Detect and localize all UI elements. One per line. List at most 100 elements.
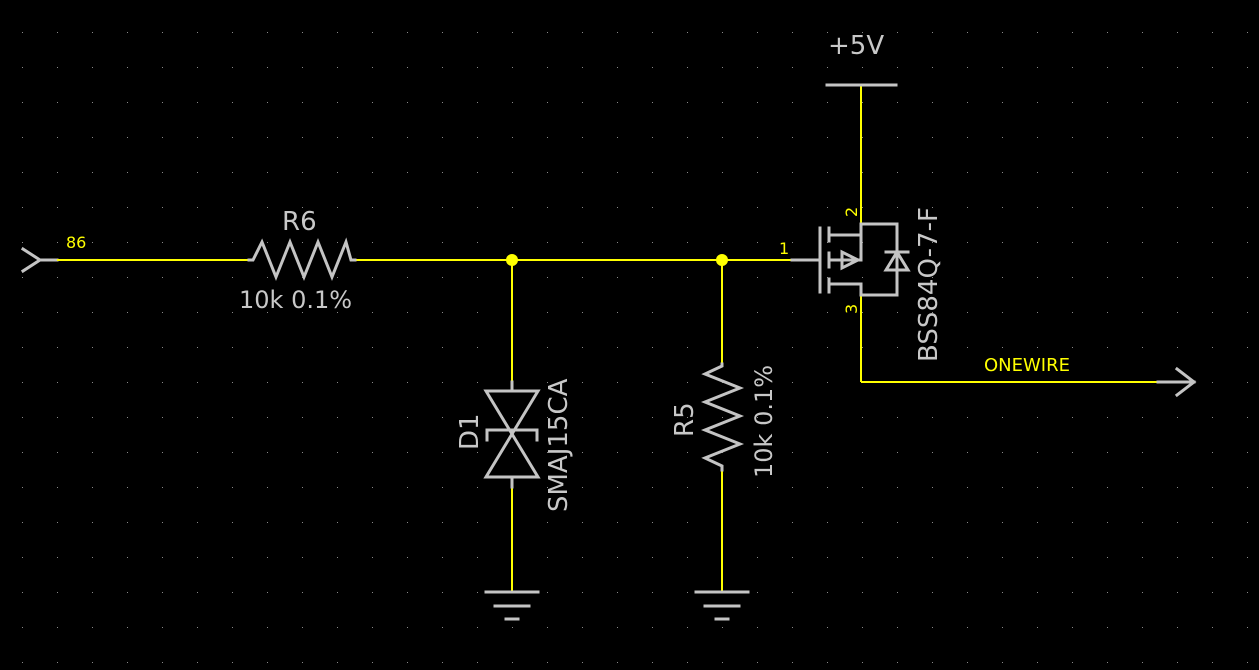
grid-dot xyxy=(442,312,443,313)
grid-dot xyxy=(932,662,933,663)
resistor-r5[interactable] xyxy=(700,362,745,472)
grid-dot xyxy=(652,242,653,243)
grid-dot xyxy=(687,487,688,488)
grid-dot xyxy=(127,417,128,418)
grid-dot xyxy=(302,557,303,558)
grid-dot xyxy=(442,382,443,383)
grid-dot xyxy=(547,522,548,523)
grid-dot xyxy=(1107,522,1108,523)
grid-dot xyxy=(1002,592,1003,593)
resistor-r6[interactable] xyxy=(247,237,357,282)
ground-symbol-d1[interactable] xyxy=(484,590,540,621)
grid-dot xyxy=(1177,242,1178,243)
grid-dot xyxy=(757,32,758,33)
grid-dot xyxy=(477,592,478,593)
grid-dot xyxy=(302,277,303,278)
grid-dot xyxy=(267,592,268,593)
input-port-arrow-icon xyxy=(20,246,43,274)
grid-dot xyxy=(407,522,408,523)
grid-dot xyxy=(967,32,968,33)
grid-dot xyxy=(582,277,583,278)
grid-dot xyxy=(1177,172,1178,173)
grid-dot xyxy=(582,32,583,33)
mosfet-q[interactable] xyxy=(790,222,911,297)
output-net-label: ONEWIRE xyxy=(984,355,1070,376)
grid-dot xyxy=(1072,592,1073,593)
grid-dot xyxy=(127,452,128,453)
grid-dot xyxy=(792,627,793,628)
grid-dot xyxy=(477,137,478,138)
grid-dot xyxy=(652,452,653,453)
grid-dot xyxy=(862,207,863,208)
grid-dot xyxy=(1212,452,1213,453)
grid-dot xyxy=(442,67,443,68)
grid-dot xyxy=(512,452,513,453)
grid-dot xyxy=(22,592,23,593)
grid-dot xyxy=(932,312,933,313)
grid-dot xyxy=(442,627,443,628)
grid-dot xyxy=(197,242,198,243)
grid-dot xyxy=(932,487,933,488)
grid-dot xyxy=(22,102,23,103)
grid-dot xyxy=(722,417,723,418)
grid-dot xyxy=(1107,137,1108,138)
grid-dot xyxy=(827,172,828,173)
grid-dot xyxy=(1142,277,1143,278)
grid-dot xyxy=(652,627,653,628)
grid-dot xyxy=(932,102,933,103)
grid-dot xyxy=(1142,627,1143,628)
grid-dot xyxy=(92,207,93,208)
grid-dot xyxy=(302,137,303,138)
grid-dot xyxy=(337,417,338,418)
grid-dot xyxy=(617,242,618,243)
grid-dot xyxy=(1247,522,1248,523)
grid-dot xyxy=(1177,557,1178,558)
grid-dot xyxy=(827,382,828,383)
grid-dot xyxy=(1177,487,1178,488)
grid-dot xyxy=(792,242,793,243)
mosfet-value-label: BSS84Q-7-F xyxy=(914,207,944,362)
input-port[interactable] xyxy=(20,246,59,274)
grid-dot xyxy=(932,67,933,68)
grid-dot xyxy=(827,67,828,68)
grid-dot xyxy=(687,207,688,208)
grid-dot xyxy=(127,242,128,243)
grid-dot xyxy=(1107,347,1108,348)
grid-dot xyxy=(512,32,513,33)
grid-dot xyxy=(862,172,863,173)
grid-dot xyxy=(162,277,163,278)
grid-dot xyxy=(1247,102,1248,103)
grid-dot xyxy=(232,242,233,243)
grid-dot xyxy=(547,172,548,173)
grid-dot xyxy=(162,102,163,103)
grid-dot xyxy=(722,67,723,68)
grid-dot xyxy=(827,207,828,208)
grid-dot xyxy=(57,242,58,243)
grid-dot xyxy=(22,557,23,558)
grid-dot xyxy=(372,172,373,173)
grid-dot xyxy=(827,627,828,628)
grid-dot xyxy=(547,242,548,243)
grid-dot xyxy=(1037,277,1038,278)
grid-dot xyxy=(722,102,723,103)
grid-dot xyxy=(582,627,583,628)
r5-ref-label: R5 xyxy=(670,402,700,437)
grid-dot xyxy=(232,522,233,523)
ground-symbol-r5[interactable] xyxy=(694,590,750,621)
grid-dot xyxy=(827,312,828,313)
grid-dot xyxy=(127,67,128,68)
grid-dot xyxy=(1037,32,1038,33)
grid-dot xyxy=(757,452,758,453)
grid-dot xyxy=(1212,32,1213,33)
grid-dot xyxy=(22,172,23,173)
grid-dot xyxy=(862,522,863,523)
junction-dot xyxy=(506,254,518,266)
grid-dot xyxy=(442,662,443,663)
grid-dot xyxy=(162,67,163,68)
grid-dot xyxy=(57,382,58,383)
tvs-diode-d1[interactable] xyxy=(483,380,541,489)
grid-dot xyxy=(582,242,583,243)
output-port[interactable] xyxy=(1156,366,1197,398)
diode-triangle-icon xyxy=(483,431,541,479)
